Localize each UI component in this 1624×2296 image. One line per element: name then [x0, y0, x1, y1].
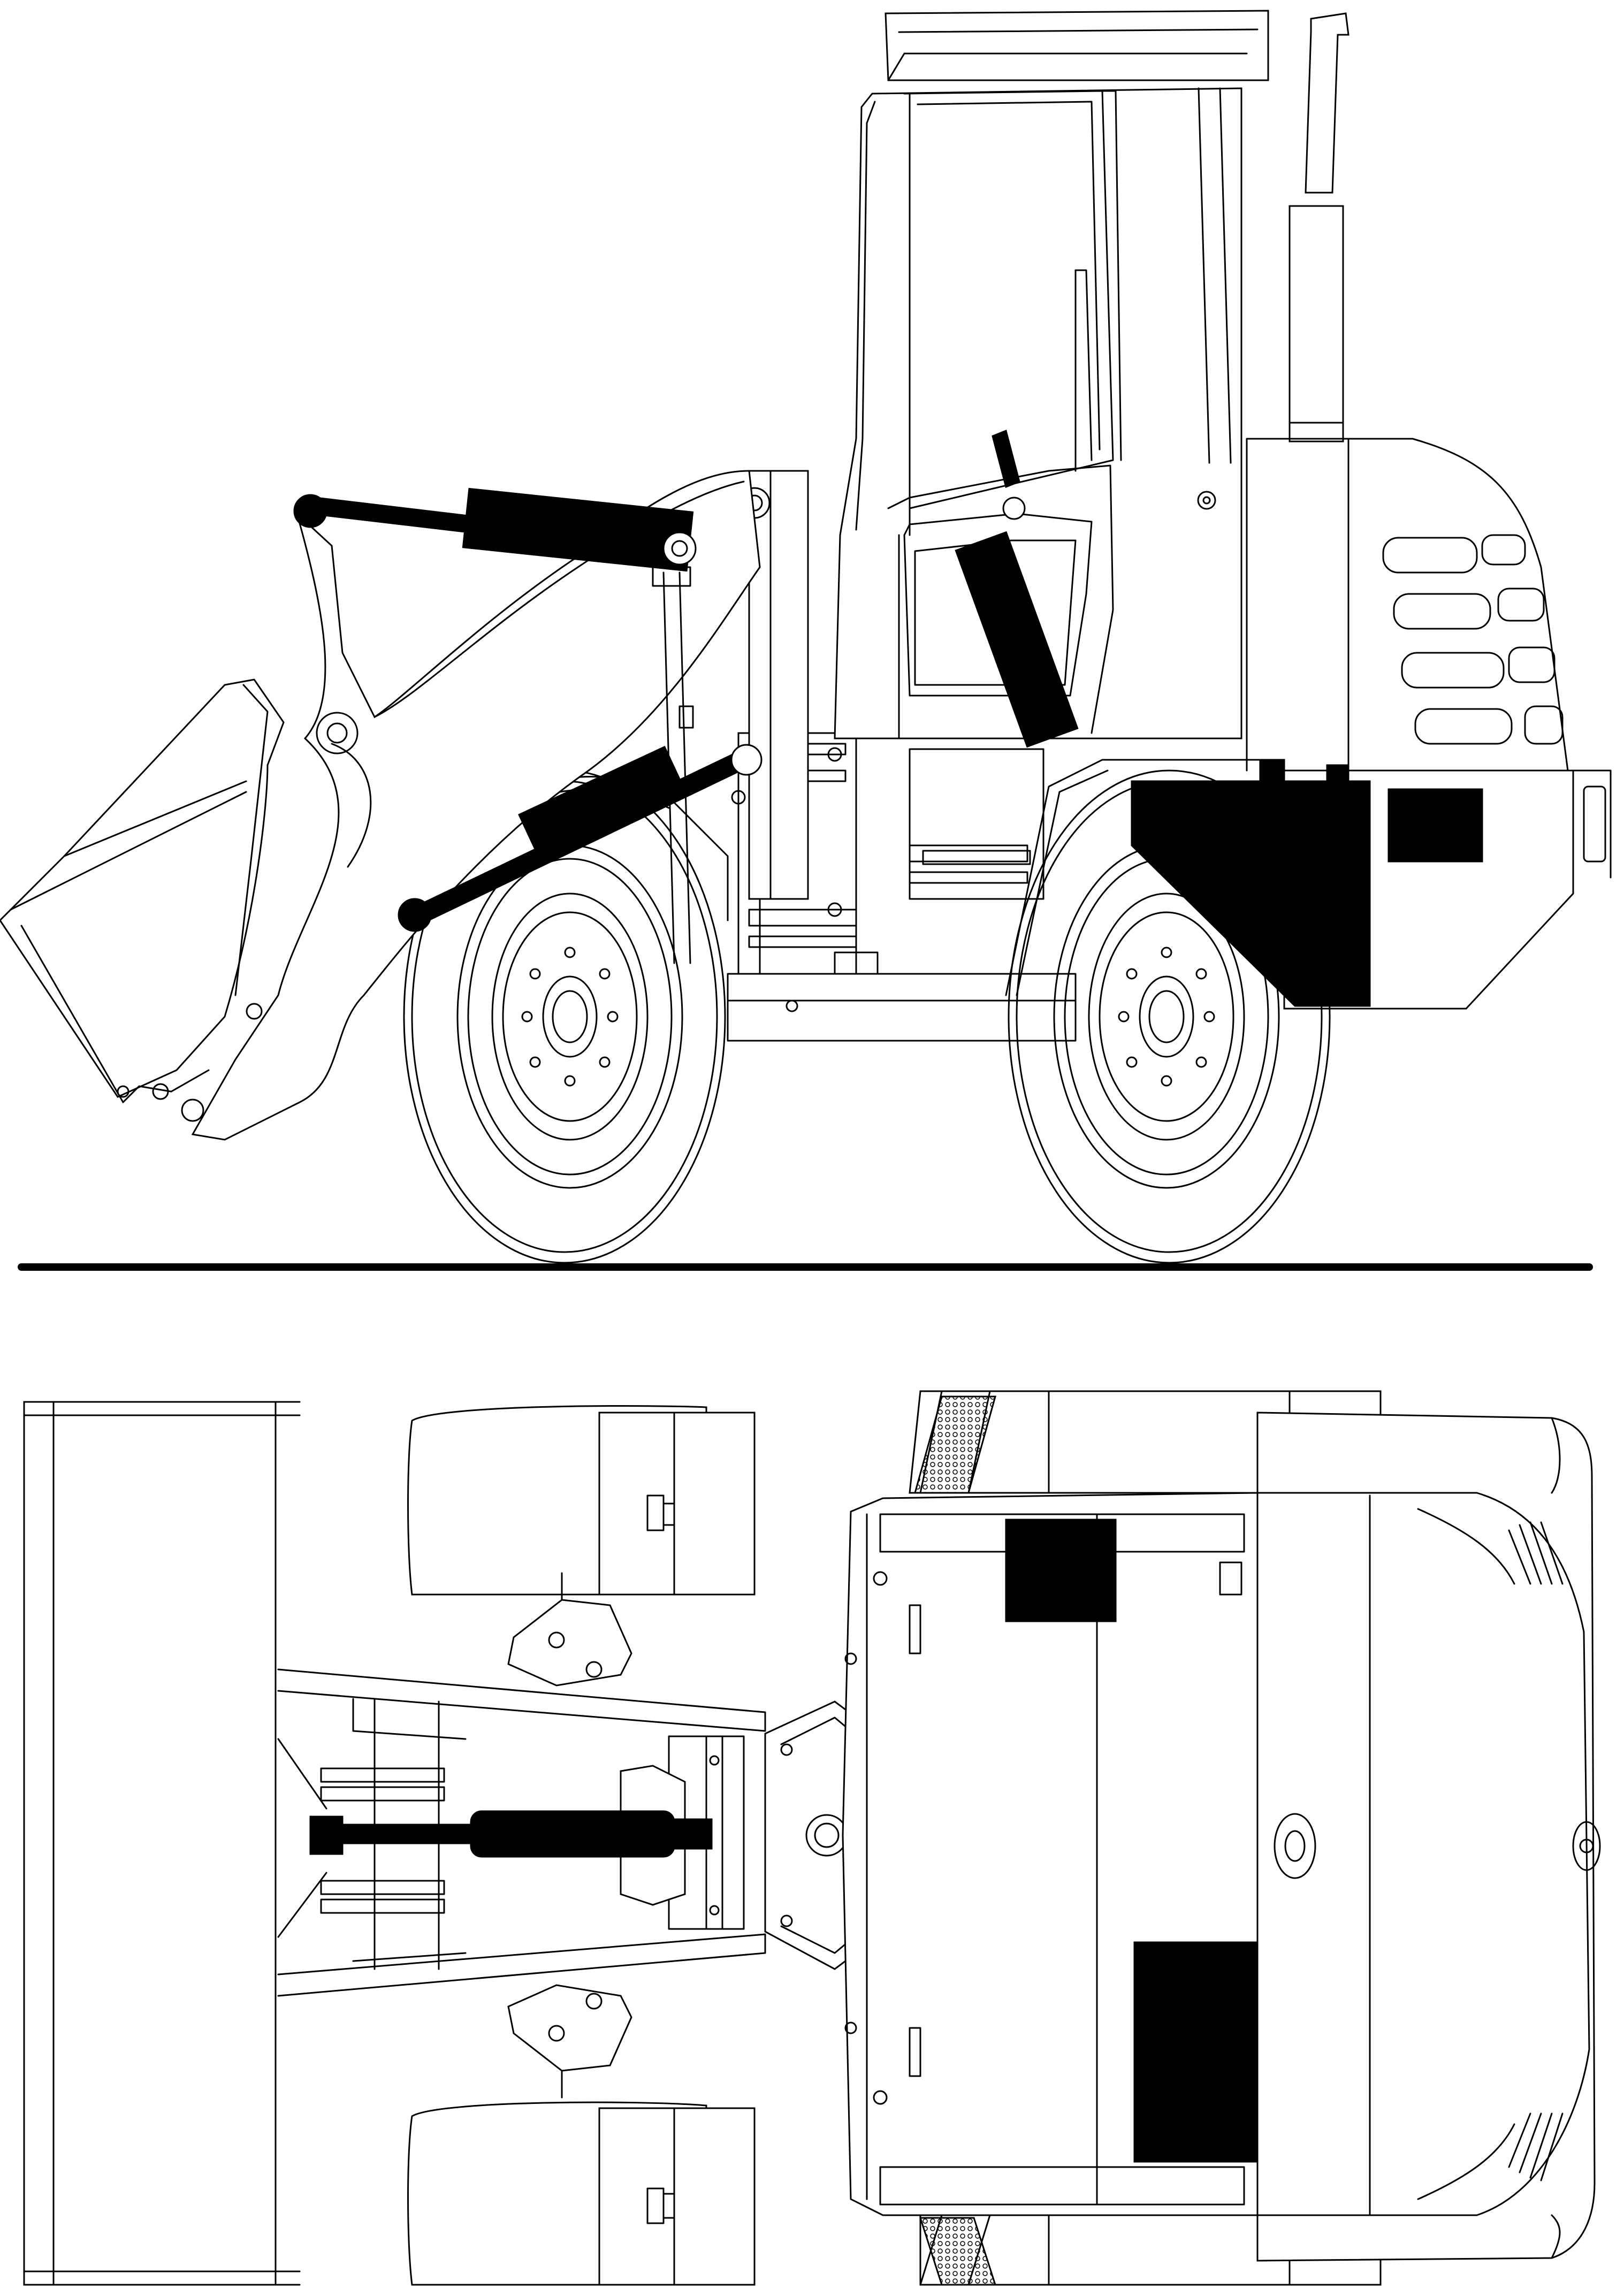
- front-wheel-top-lower: [407, 2101, 756, 2286]
- loader-arm: [181, 470, 809, 1141]
- rear-badge-plate: [1387, 788, 1483, 863]
- cab: [834, 10, 1269, 900]
- lift-cylinder: [293, 487, 697, 572]
- front-wheel-top-upper: [407, 1405, 756, 1596]
- exhaust-stack: [1288, 12, 1349, 443]
- bucket-top: [23, 1401, 301, 2286]
- lift-cylinder-top: [309, 1810, 713, 1858]
- rear-fender: [1005, 759, 1371, 1007]
- steering-strut: [955, 429, 1079, 748]
- engine-hood: [1246, 438, 1569, 772]
- tilt-cylinder: [398, 744, 763, 932]
- top-view: [23, 1390, 1601, 2286]
- cab-roof: [885, 10, 1269, 81]
- rear-wheel: [1008, 769, 1331, 1264]
- engine-hood-top: [1256, 1412, 1601, 2262]
- loader-tower: [748, 470, 809, 900]
- cab-roof-block: [1005, 1519, 1117, 1622]
- side-view: [0, 10, 1612, 1271]
- step-plate: [914, 1395, 996, 1494]
- bucket: [0, 678, 285, 1103]
